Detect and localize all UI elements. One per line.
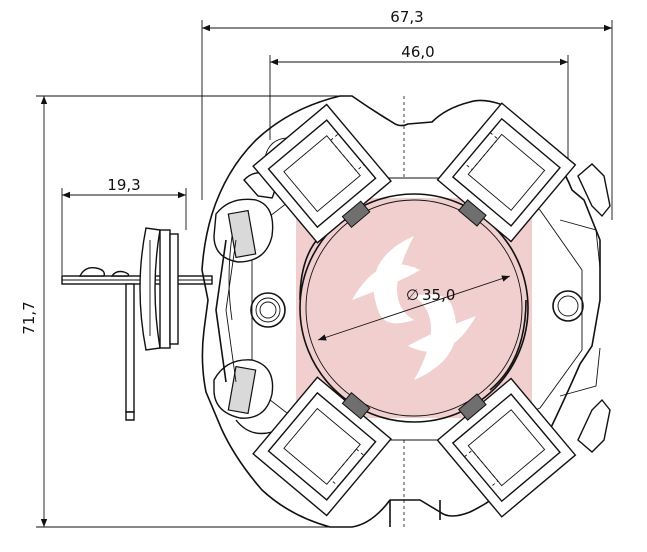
side-view — [61, 227, 213, 421]
brush-holder-upper-left — [252, 103, 392, 244]
overall-width-label: 67,3 — [390, 8, 423, 26]
dimension-overall-width: 67,3 — [201, 8, 613, 220]
bore-diameter-symbol: ∅ — [406, 286, 419, 304]
rivet-hole-right — [552, 290, 584, 322]
height-label: 71,7 — [20, 301, 38, 334]
inner-width-label: 46,0 — [401, 43, 434, 61]
dimension-bore-diameter: ∅ 35,0 — [317, 275, 511, 341]
brush-holder-upper-right — [436, 102, 577, 243]
dimension-height: 71,7 — [20, 95, 340, 528]
terminal-lower — [213, 359, 274, 435]
bore-diameter-label: 35,0 — [422, 286, 455, 304]
side-width-label: 19,3 — [107, 176, 140, 194]
dimension-inner-width: 46,0 — [269, 43, 569, 170]
main-body — [201, 95, 611, 528]
right-clip-upper — [559, 163, 611, 269]
dimension-side-width: 19,3 — [61, 176, 187, 275]
rivet-hole-left — [250, 292, 286, 328]
brush-holder-lower-left — [252, 376, 392, 517]
brush-holder-lower-right — [436, 377, 577, 518]
right-clip-lower — [559, 347, 611, 453]
